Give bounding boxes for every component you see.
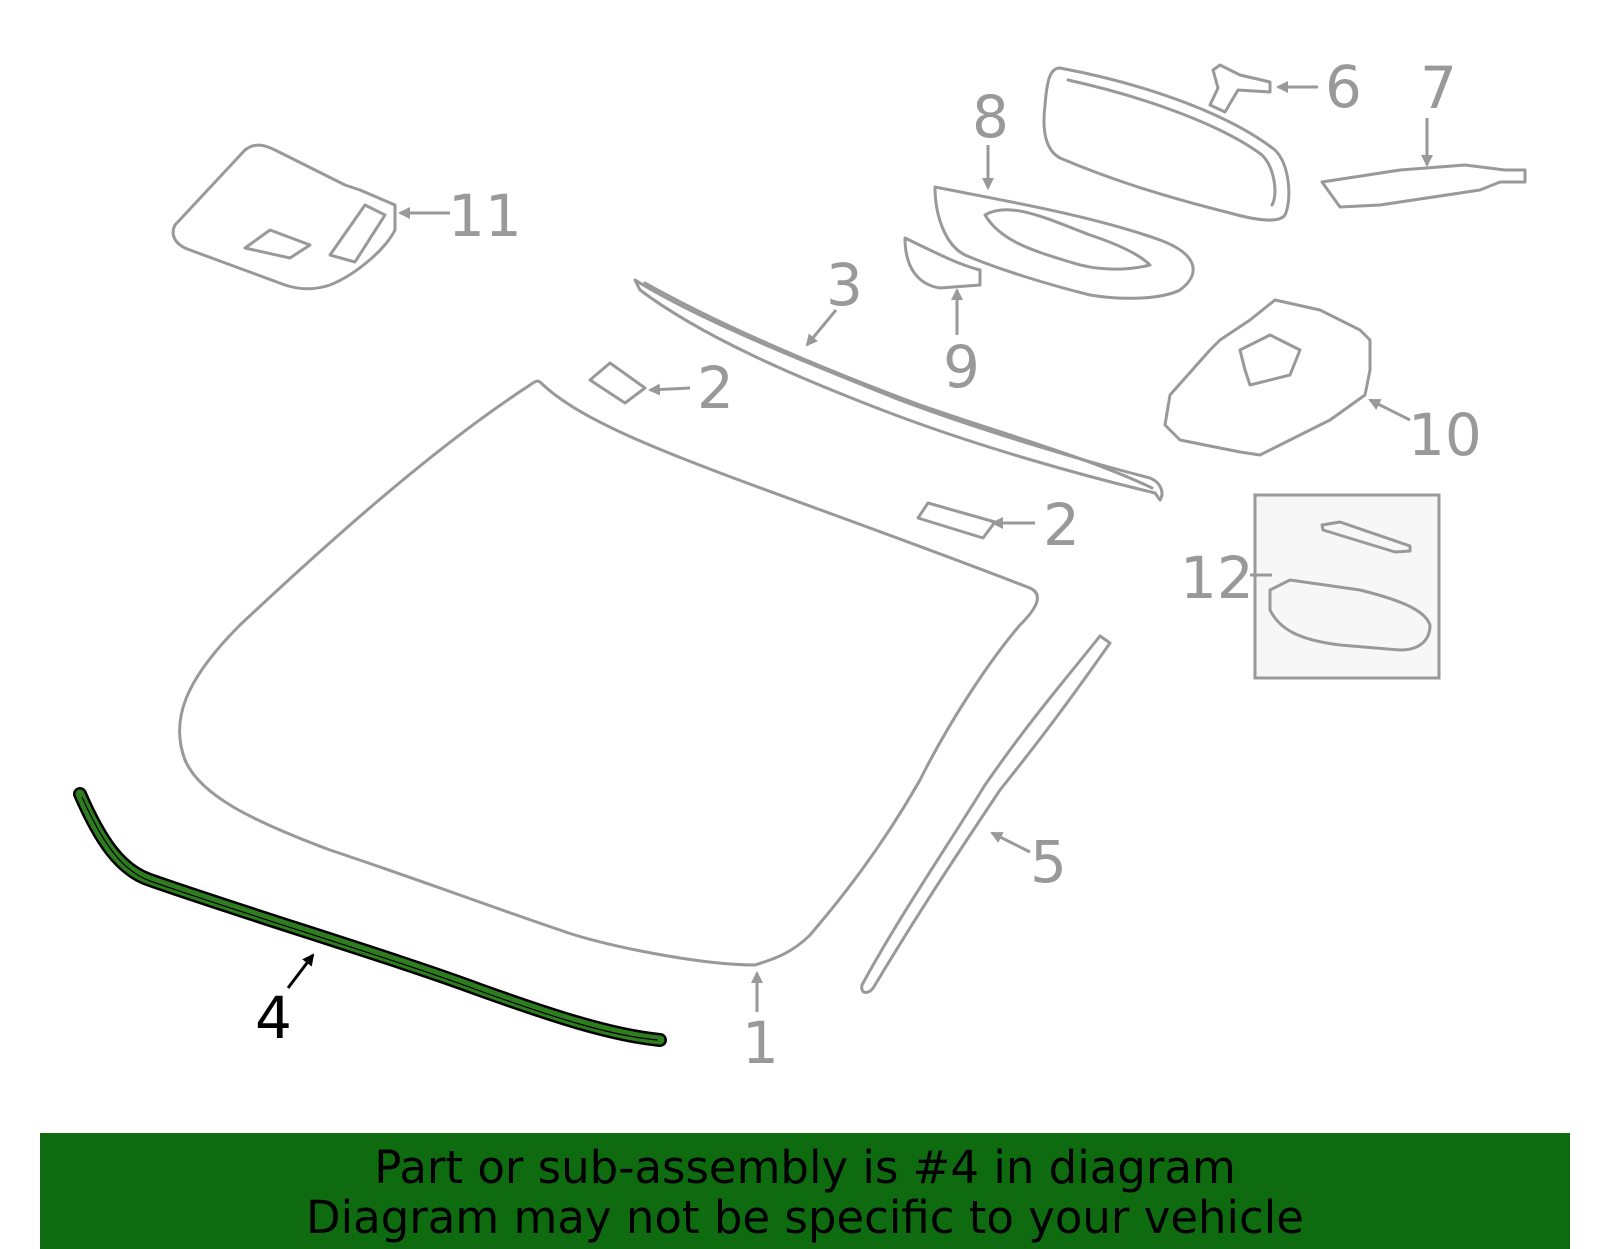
- rain-sensor-cover-part[interactable]: [1320, 163, 1527, 209]
- callout-2-upper: 2: [697, 354, 734, 422]
- callout-5: 5: [1030, 828, 1067, 896]
- side-molding-part[interactable]: [860, 634, 1112, 994]
- lower-molding-part-highlighted[interactable]: [73, 787, 667, 1047]
- callout-10: 10: [1408, 401, 1482, 469]
- callout-12: 12: [1180, 544, 1254, 612]
- upper-molding-part[interactable]: [633, 278, 1164, 502]
- camera-bracket-part[interactable]: [1163, 298, 1372, 457]
- callout-2-lower: 2: [1043, 491, 1080, 559]
- callout-3: 3: [826, 251, 863, 319]
- sensor-cover-part[interactable]: [933, 185, 1195, 300]
- callout-11: 11: [448, 182, 522, 250]
- leader-lines: [286, 81, 1433, 1012]
- camera-kit-inset[interactable]: [1253, 493, 1441, 680]
- banner-line-2: Diagram may not be specific to your vehi…: [306, 1191, 1304, 1244]
- clip-part-lower[interactable]: [916, 501, 997, 540]
- map-lamp-part[interactable]: [171, 143, 397, 291]
- mirror-part[interactable]: [1042, 63, 1291, 222]
- small-cover-part[interactable]: [903, 236, 982, 290]
- clip-part-upper[interactable]: [588, 361, 647, 405]
- callout-labels: 1 2 2 3 4 5 6 7 8 9 10 11 12: [255, 53, 1482, 1077]
- parts-diagram: 1 2 2 3 4 5 6 7 8 9 10 11 12: [73, 53, 1527, 1077]
- info-banner: Part or sub-assembly is #4 in diagram Di…: [40, 1133, 1570, 1249]
- callout-7: 7: [1420, 54, 1457, 122]
- callout-6: 6: [1325, 53, 1362, 121]
- callout-8: 8: [972, 83, 1009, 151]
- callout-9: 9: [943, 333, 980, 401]
- windshield-part[interactable]: [178, 379, 1039, 967]
- banner-line-1: Part or sub-assembly is #4 in diagram: [374, 1141, 1236, 1194]
- callout-4: 4: [255, 984, 292, 1052]
- callout-1: 1: [742, 1009, 779, 1077]
